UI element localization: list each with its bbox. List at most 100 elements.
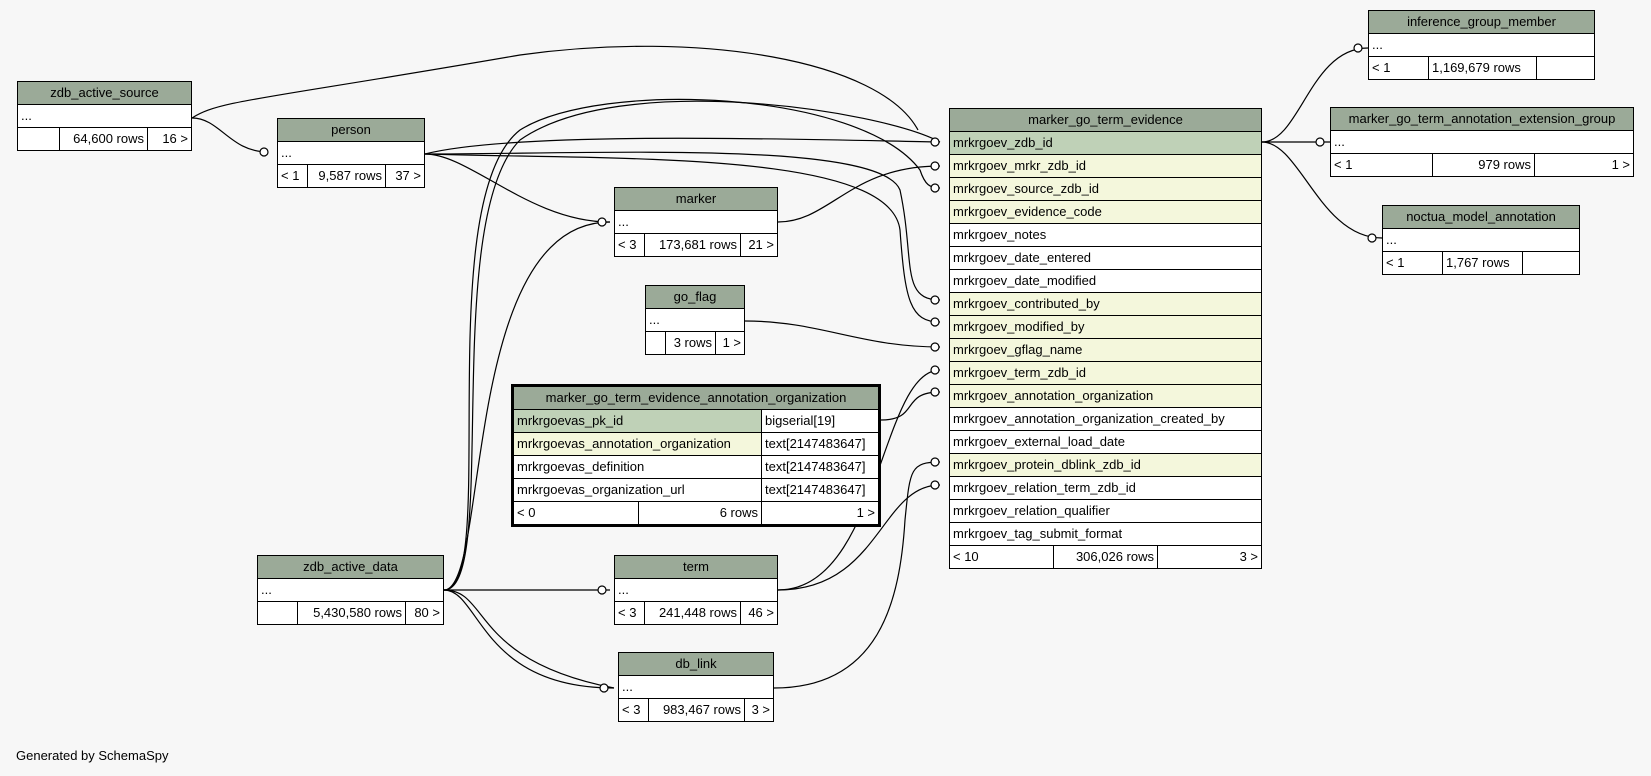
link-evidence-noctua [1261,141,1383,239]
column-name: mrkrgoev_annotation_organization_created… [953,411,1225,426]
row-count: 5,430,580 rows [298,602,406,624]
table-term[interactable]: term ... < 3 241,448 rows 46 > [614,555,778,625]
column-name: mrkrgoev_evidence_code [953,204,1102,219]
table-title: marker_go_term_annotation_extension_grou… [1331,108,1633,131]
parent-count: < 3 [615,234,645,256]
column-name: mrkrgoev_gflag_name [953,342,1083,357]
child-count: 80 > [414,605,440,620]
row-count: 306,026 rows [1054,546,1158,568]
parent-count: < 10 [950,546,1054,568]
link-person-zdbid [424,137,941,155]
table-marker-go-term-evidence-annotation-organization[interactable]: marker_go_term_evidence_annotation_organ… [511,384,881,527]
table-zdb-active-source[interactable]: zdb_active_source ... 64,600 rows 16 > [17,81,192,151]
link-goflag-gflag [744,320,941,348]
link-endpoint-markers [259,43,1377,693]
column-name: mrkrgoevas_organization_url [514,479,762,501]
child-count [1537,57,1594,79]
column-name: mrkrgoev_external_load_date [953,434,1125,449]
row-count: 983,467 rows [649,699,745,721]
table-db-link[interactable]: db_link ... < 3 983,467 rows 3 > [618,652,774,722]
row-count: 173,681 rows [645,234,741,256]
column-type: text[2147483647] [762,433,878,455]
column-name: mrkrgoev_annotation_organization [953,388,1154,403]
table-marker-go-term-annotation-extension-group[interactable]: marker_go_term_annotation_extension_grou… [1330,107,1634,177]
parent-count: < 0 [514,502,639,524]
link-org-annotation [880,391,941,421]
column-name: mrkrgoevas_pk_id [514,410,762,432]
link-data-source [443,98,941,591]
table-ellipsis: ... [618,214,629,229]
column-name: mrkrgoevas_definition [514,456,762,478]
parent-count: < 3 [619,699,649,721]
child-count: 37 > [395,168,421,183]
link-term-relation [777,484,941,591]
column-name: mrkrgoev_modified_by [953,319,1085,334]
table-title: marker_go_term_evidence_annotation_organ… [514,387,878,410]
link-evidence-igm [1261,47,1369,143]
link-person-contributed [424,151,941,301]
child-count [1523,252,1579,274]
column-name: mrkrgoev_relation_qualifier [953,503,1110,518]
table-zdb-active-data[interactable]: zdb_active_data ... 5,430,580 rows 80 > [257,555,444,625]
link-person-modified [424,153,941,323]
column-name: mrkrgoev_notes [953,227,1047,242]
link-source-person [191,117,269,153]
parent-count [258,602,298,624]
table-noctua-model-annotation[interactable]: noctua_model_annotation ... < 1 1,767 ro… [1382,205,1580,275]
link-dblink-protein [773,461,941,689]
column-name: mrkrgoev_relation_term_zdb_id [953,480,1136,495]
table-ellipsis: ... [649,312,660,327]
table-ellipsis: ... [281,145,292,160]
table-inference-group-member[interactable]: inference_group_member ... < 1 1,169,679… [1368,10,1595,80]
table-marker-go-term-evidence[interactable]: marker_go_term_evidence mrkrgoev_zdb_id … [949,108,1262,569]
column-name: mrkrgoev_contributed_by [953,296,1100,311]
link-source-evidence [191,45,919,131]
row-count: 1,169,679 rows [1429,57,1537,79]
row-count: 9,587 rows [308,165,386,187]
child-count: 3 > [751,702,770,717]
table-title: db_link [619,653,773,676]
table-title: marker_go_term_evidence [950,109,1261,132]
child-count: 1 > [856,505,875,520]
table-ellipsis: ... [1372,37,1383,52]
row-count: 6 rows [639,502,762,524]
column-name: mrkrgoev_source_zdb_id [953,181,1099,196]
link-data-marker [443,221,611,591]
table-ellipsis: ... [261,582,272,597]
table-ellipsis: ... [1334,134,1345,149]
table-ellipsis: ... [618,582,629,597]
column-type: text[2147483647] [765,482,866,497]
table-ellipsis: ... [1386,232,1397,247]
parent-count [646,332,666,354]
child-count: 21 > [748,237,774,252]
table-person[interactable]: person ... < 1 9,587 rows 37 > [277,118,425,188]
column-name: mrkrgoev_zdb_id [953,135,1053,150]
link-data-dblink [443,589,615,689]
table-title: marker [615,188,777,211]
parent-count: < 3 [615,602,645,624]
link-marker-mrkr [777,165,941,223]
parent-count: < 1 [1331,154,1433,176]
row-count: 979 rows [1433,154,1535,176]
parent-count: < 1 [1369,57,1429,79]
column-name: mrkrgoev_protein_dblink_zdb_id [953,457,1141,472]
column-type: bigserial[19] [762,410,878,432]
row-count: 64,600 rows [60,128,148,150]
column-name: mrkrgoev_tag_submit_format [953,526,1123,541]
parent-count [18,128,60,150]
table-title: noctua_model_annotation [1383,206,1579,229]
link-data-evidence [443,100,941,591]
link-data-dblink-2 [443,589,615,689]
footer-credit: Generated by SchemaSpy [16,748,169,763]
table-title: person [278,119,424,142]
column-name: mrkrgoev_mrkr_zdb_id [953,158,1086,173]
table-ellipsis: ... [622,679,633,694]
table-title: go_flag [646,286,744,309]
table-marker[interactable]: marker ... < 3 173,681 rows 21 > [614,187,778,257]
column-name: mrkrgoev_date_entered [953,250,1092,265]
column-name: mrkrgoev_term_zdb_id [953,365,1086,380]
table-title: term [615,556,777,579]
table-title: zdb_active_source [18,82,191,105]
table-go-flag[interactable]: go_flag ... 3 rows 1 > [645,285,745,355]
